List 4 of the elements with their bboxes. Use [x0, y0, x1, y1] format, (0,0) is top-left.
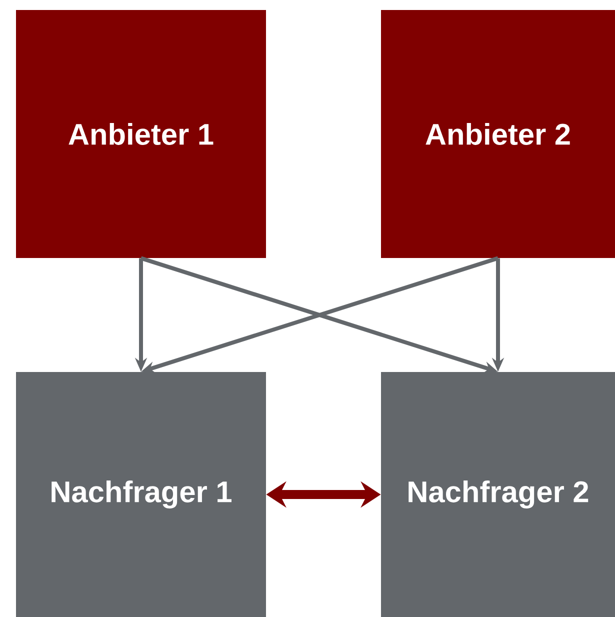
- demand-box: Nachfrager 2: [381, 372, 615, 617]
- supplier-box: Anbieter 1: [16, 10, 266, 258]
- demand-box: Nachfrager 1: [16, 372, 266, 617]
- supplier-box: Anbieter 2: [381, 10, 615, 258]
